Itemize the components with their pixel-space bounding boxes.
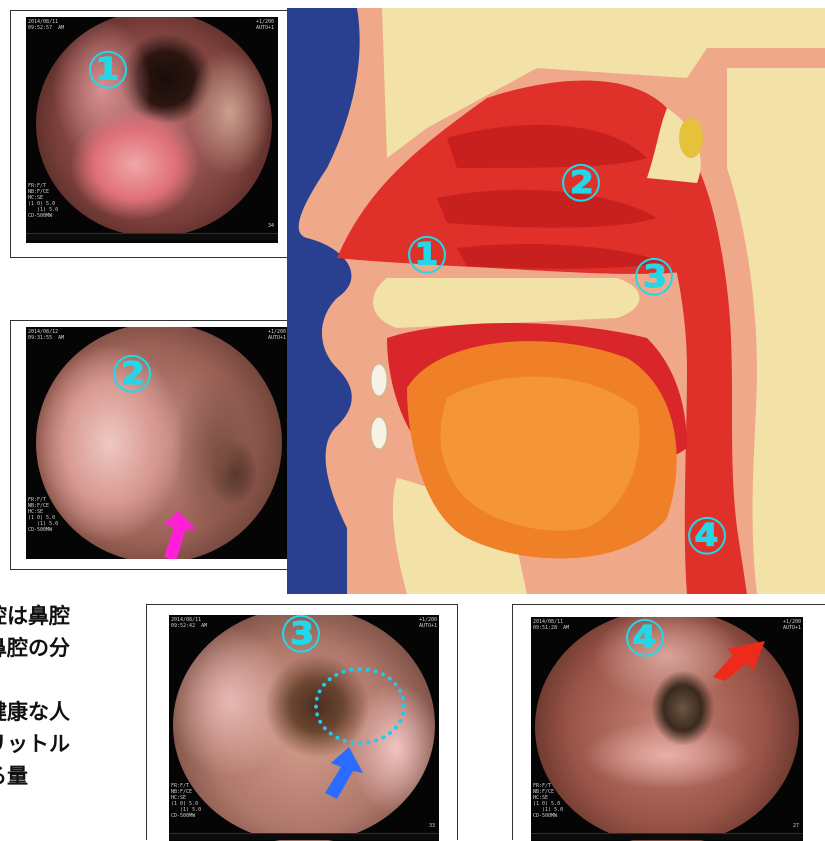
osd-top-left: 2014/08/11 09:51:28 AM: [533, 619, 569, 631]
marker-1: ①: [84, 47, 132, 95]
osd-left-info: FR:F/T NB:F/CE HC:SE (1 0) 5.0 (1) 5.0 C…: [533, 783, 563, 819]
endoscope-photo-1: 2014/08/11 09:52:57 AM +1/200 AUTO+1 FR:…: [26, 17, 278, 243]
endoscope-photo-4: 2014/08/11 09:51:28 AM +1/200 AUTO+1 FR:…: [531, 617, 803, 841]
osd-top-right: +1/200 AUTO+1: [419, 617, 437, 629]
anatomy-diagram: ① ② ③ ④: [287, 8, 825, 594]
osd-frame-number: 27: [793, 823, 799, 829]
endoscope-view-1: [36, 17, 272, 237]
diagram-marker-2: ②: [559, 158, 603, 210]
osd-top-left: 2014/08/12 09:31:55 AM: [28, 329, 64, 341]
diagram-marker-3: ③: [632, 252, 676, 304]
endoscope-photo-2: 2014/08/12 09:31:55 AM +1/200 AUTO+1 FR:…: [26, 327, 288, 559]
osd-top-right: +1/200 AUTO+1: [268, 329, 286, 341]
osd-left-info: FR:F/T NB:F/CE HC:SE (1 0) 5.0 (1) 5.0 C…: [28, 497, 58, 533]
osd-top-left: 2014/08/11 09:52:42 AM: [171, 617, 207, 629]
dotted-circle-highlight: [314, 667, 406, 745]
text-line-5: リットル: [0, 728, 70, 758]
endoscope-photo-3-frame: 2014/08/11 09:52:42 AM +1/200 AUTO+1 FR:…: [146, 604, 458, 840]
text-line-2: 鼻腔の分: [0, 632, 70, 662]
osd-frame-number: 34: [268, 223, 274, 229]
text-line-4: 健康な人: [0, 696, 70, 726]
diagram-marker-1: ①: [405, 230, 449, 282]
osd-left-info: FR:F/T NB:F/CE HC:SE (1 0) 5.0 (1) 5.0 C…: [28, 183, 58, 219]
diagram-marker-4: ④: [685, 511, 729, 563]
text-line-6: る量: [0, 760, 28, 790]
osd-top-left: 2014/08/11 09:52:57 AM: [28, 19, 64, 31]
marker-2: ②: [110, 351, 154, 399]
body-text: 腔は鼻腔 鼻腔の分 健康な人 リットル る量: [0, 600, 130, 840]
endoscope-photo-3: 2014/08/11 09:52:42 AM +1/200 AUTO+1 FR:…: [169, 615, 439, 841]
osd-top-right: +1/200 AUTO+1: [783, 619, 801, 631]
endoscope-photo-4-frame: 2014/08/11 09:51:28 AM +1/200 AUTO+1 FR:…: [512, 604, 825, 840]
marker-3: ③: [279, 615, 323, 661]
osd-frame-number: 33: [429, 823, 435, 829]
sagittal-head-illustration: [287, 8, 825, 594]
osd-top-right: +1/200 AUTO+1: [256, 19, 274, 31]
osd-status-bar: [169, 833, 439, 840]
blue-arrow: [319, 747, 363, 799]
pink-arrow: [156, 511, 196, 559]
red-arrow: [713, 641, 765, 681]
marker-4: ④: [623, 617, 667, 665]
osd-status-bar: [531, 833, 803, 840]
osd-status-bar: [26, 233, 278, 240]
text-line-1: 腔は鼻腔: [0, 600, 70, 630]
endoscope-photo-2-frame: 2014/08/12 09:31:55 AM +1/200 AUTO+1 FR:…: [10, 320, 295, 570]
endoscope-photo-1-frame: 2014/08/11 09:52:57 AM +1/200 AUTO+1 FR:…: [10, 10, 295, 258]
osd-left-info: FR:F/T NB:F/CE HC:SE (1 0) 5.0 (1) 5.0 C…: [171, 783, 201, 819]
